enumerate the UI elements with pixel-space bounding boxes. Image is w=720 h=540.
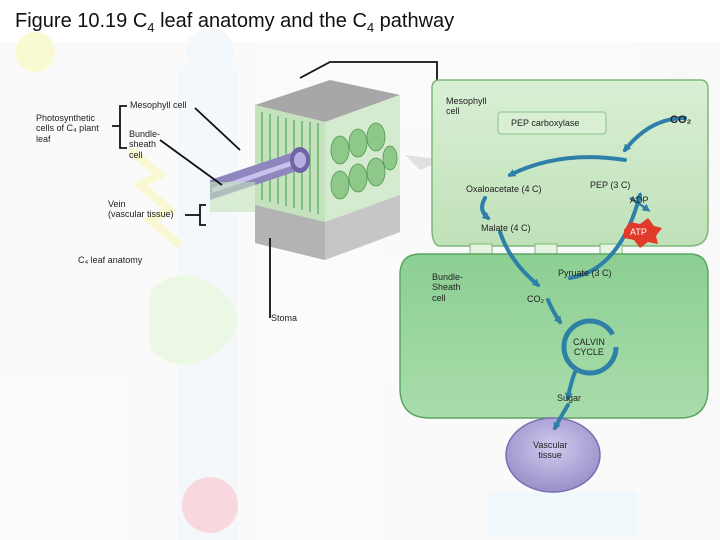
photosynthetic-cells-label: Photosynthetic cells of C₄ plant leaf: [36, 113, 99, 144]
vascular-tissue-label: Vascular tissue: [533, 440, 568, 461]
adp-label: ADP: [630, 195, 649, 205]
pathway-diagram: [399, 79, 709, 493]
bundle-sheath-cell-label: Bundle- sheath cell: [129, 129, 161, 160]
pathway-bundle-sheath-cell-label: Bundle- Sheath cell: [432, 272, 464, 303]
malate-label: Malate (4 C): [481, 223, 531, 233]
title-post: pathway: [374, 10, 455, 32]
co2-top-label: CO₂: [670, 114, 692, 126]
pyruvate-label: Pyruate (3 C): [558, 268, 612, 278]
co2-bottom-label: CO₂: [527, 294, 544, 304]
leaf-anatomy-caption: C₄ leaf anatomy: [78, 255, 143, 265]
pep-carboxylase-label: PEP carboxylase: [511, 118, 580, 128]
figure-title: Figure 10.19 C4 leaf anatomy and the C4 …: [15, 10, 454, 36]
leaf-anatomy-illustration: [210, 80, 400, 260]
atp-burst: [624, 218, 662, 248]
sugar-label: Sugar: [557, 393, 582, 403]
pathway-mesophyll-cell-label: Mesophyll cell: [446, 96, 487, 117]
bundle-sheath-cell-shape: [399, 253, 709, 419]
vein-label: Vein (vascular tissue): [108, 199, 174, 220]
title-mid: leaf anatomy and the C: [154, 10, 367, 32]
title-pre: Figure 10.19 C: [15, 10, 148, 32]
stoma-label: Stoma: [271, 313, 298, 323]
title-sub2: 4: [366, 20, 375, 35]
title-sub1: 4: [147, 20, 155, 35]
atp-label: ATP: [630, 227, 647, 237]
oxaloacetate-label: Oxaloacetate (4 C): [466, 184, 542, 194]
calvin-cycle-label: CALVIN CYCLE: [573, 337, 605, 358]
vascular-tissue-shape: [505, 417, 601, 493]
pep-label: PEP (3 C): [590, 180, 631, 190]
mesophyll-cell-label: Mesophyll cell: [130, 100, 187, 110]
